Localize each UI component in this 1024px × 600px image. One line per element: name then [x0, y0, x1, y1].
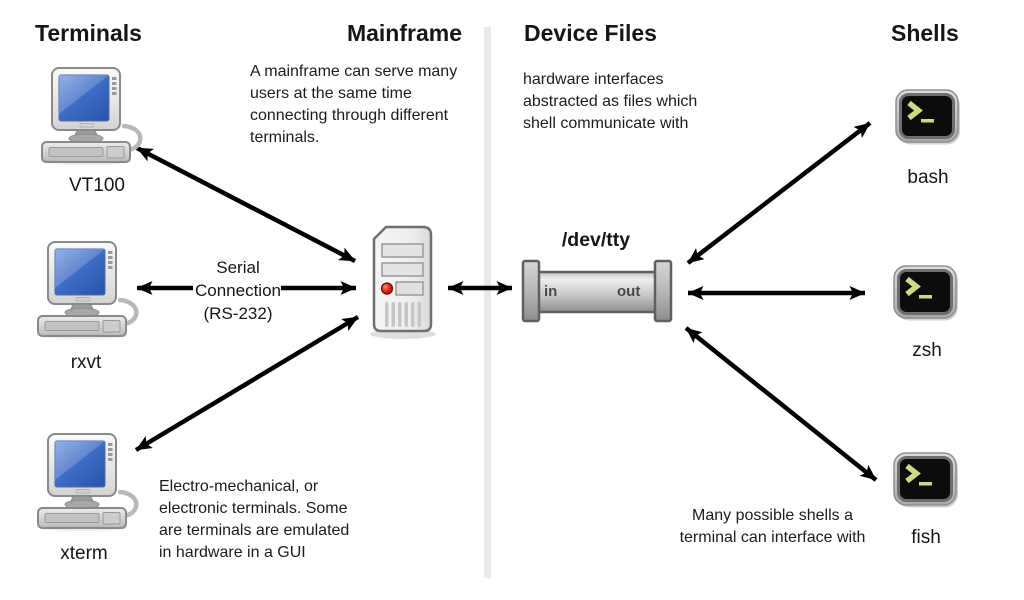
- section-divider: [484, 27, 491, 578]
- shell-label-fish: fish: [911, 527, 941, 548]
- pipe-in-label: in: [544, 283, 558, 300]
- serial-connection-line: Serial: [216, 258, 260, 277]
- header-mainframe: Mainframe: [346, 20, 462, 46]
- terminal-window-icon-zsh: [894, 266, 958, 321]
- terminals-note-line: Electro-mechanical, or: [159, 478, 319, 495]
- header-device-files: Device Files: [524, 20, 657, 46]
- device-files-note: hardware interfaces abstracted as files …: [523, 69, 697, 135]
- mainframe-note-line: A mainframe can serve many: [250, 63, 458, 80]
- terminal-label-vt100: VT100: [69, 175, 125, 196]
- terminals-note-line: electronic terminals. Some: [159, 500, 348, 517]
- mainframe-note: A mainframe can serve many users at the …: [250, 61, 457, 149]
- crt-computer-icon-rxvt: [36, 242, 136, 339]
- terminal-window-icon-bash: [896, 90, 960, 145]
- terminals-note-line: are terminals are emulated: [159, 522, 350, 539]
- arrows: [134, 121, 878, 482]
- terminals-note: Electro-mechanical, or electronic termin…: [159, 476, 349, 564]
- mainframe-note-line: connecting through different: [250, 107, 449, 124]
- arrow-xterm-mainframe: [134, 315, 360, 452]
- serial-connection-line: (RS-232): [203, 304, 273, 323]
- device-files-note-line: shell communicate with: [523, 115, 689, 132]
- server-tower-icon: [368, 225, 438, 340]
- serial-connection-label: Serial Connection (RS-232): [182, 256, 294, 325]
- terminal-label-rxvt: rxvt: [70, 352, 102, 373]
- shells-note: Many possible shells a terminal can inte…: [660, 505, 885, 549]
- mainframe-note-line: terminals.: [250, 129, 320, 146]
- shells-note-line: Many possible shells a: [692, 507, 853, 524]
- device-files-note-line: hardware interfaces: [523, 71, 664, 88]
- device-files-note-line: abstracted as files which: [523, 93, 698, 110]
- pipe-out-label: out: [617, 283, 641, 300]
- arrow-pipe-bash: [686, 121, 872, 265]
- crt-computer-icon-xterm: [36, 434, 136, 531]
- devtty-label: /dev/tty: [561, 229, 631, 251]
- crt-computer-icon-vt100: [40, 68, 140, 165]
- header-shells: Shells: [891, 20, 959, 46]
- mainframe-note-line: users at the same time: [250, 85, 412, 102]
- terminals-note-line: in hardware in a GUI: [159, 544, 306, 561]
- pipe-icon: [521, 259, 673, 323]
- header-terminals: Terminals: [35, 20, 142, 46]
- terminal-window-icon-fish: [894, 453, 958, 508]
- shell-label-bash: bash: [907, 167, 949, 188]
- shells-note-line: terminal can interface with: [679, 529, 866, 546]
- arrow-vt100-mainframe: [135, 146, 357, 263]
- serial-connection-line: Connection: [194, 281, 281, 300]
- terminal-label-xterm: xterm: [60, 543, 108, 564]
- arrow-pipe-fish: [684, 326, 878, 482]
- shell-label-zsh: zsh: [912, 340, 942, 361]
